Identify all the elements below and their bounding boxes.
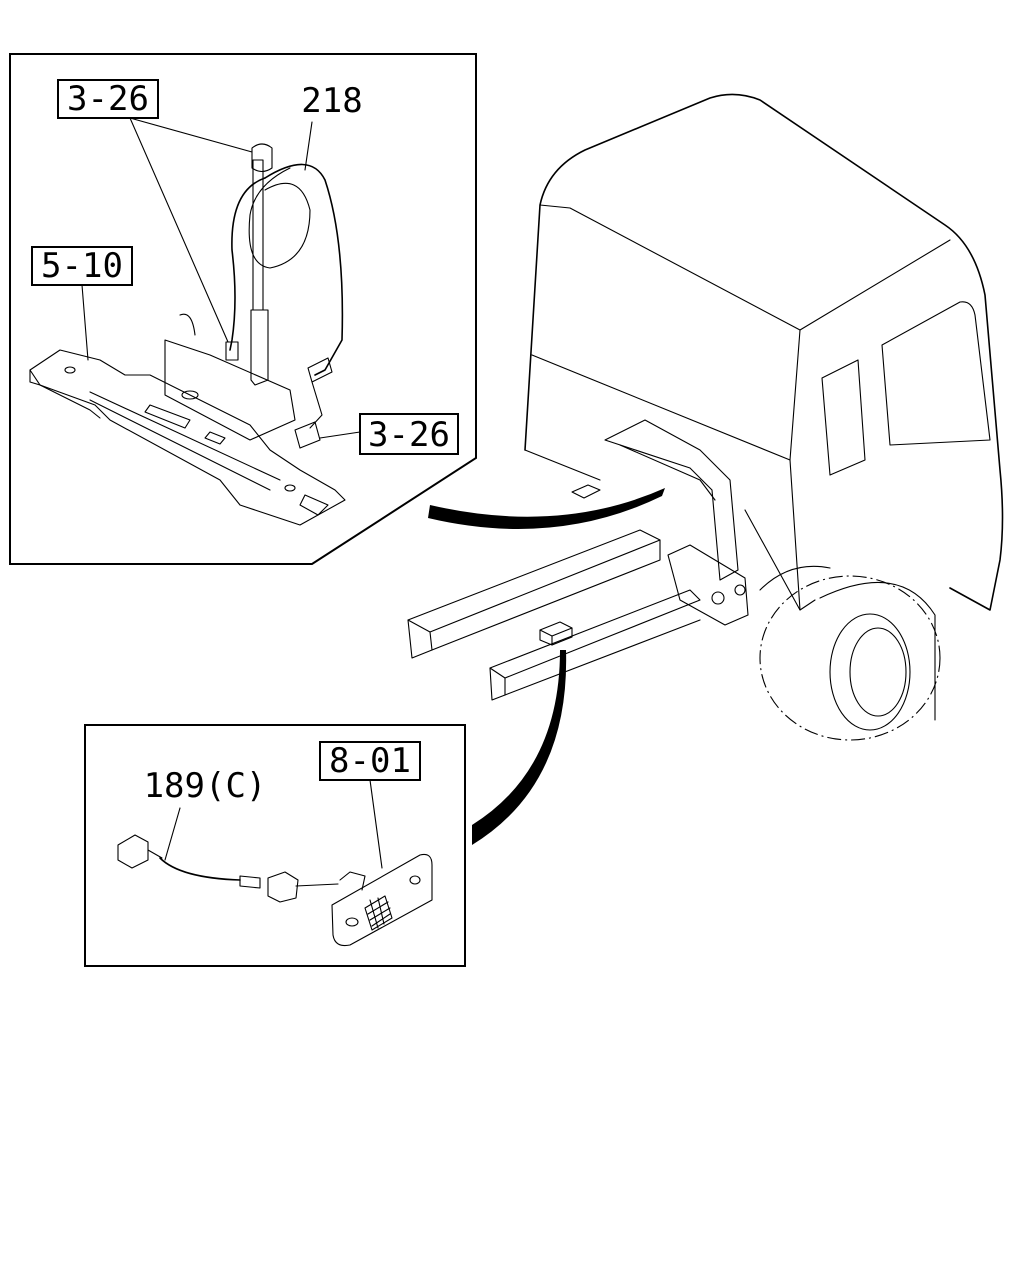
detail-panel-top: 3-26 218 5-10 3-26 [9,53,477,565]
detail-panel-bottom: 8-01 189(C) [84,724,466,967]
svg-text:3-26: 3-26 [67,79,149,119]
pointer-arrows [428,488,665,845]
svg-text:3-26: 3-26 [368,415,450,455]
svg-text:218: 218 [301,81,362,121]
callout-189c: 189(C) [144,766,267,806]
callout-5-10: 5-10 [31,246,133,286]
bracket-5-10 [29,313,346,526]
callout-8-01: 8-01 [319,741,421,781]
sensor-rod [250,143,273,386]
harness-189c [117,807,339,903]
svg-text:189(C): 189(C) [144,766,267,806]
truck-cab [524,93,1004,741]
callout-218: 218 [301,81,362,121]
wire-218 [225,163,344,449]
leader-lines-top [81,117,361,439]
svg-text:8-01: 8-01 [329,741,411,781]
chassis-frame [407,419,749,701]
side-marker-lamp [331,779,433,947]
callout-3-26-top: 3-26 [57,79,159,119]
callout-3-26-connector: 3-26 [359,413,459,455]
svg-text:5-10: 5-10 [41,246,123,286]
